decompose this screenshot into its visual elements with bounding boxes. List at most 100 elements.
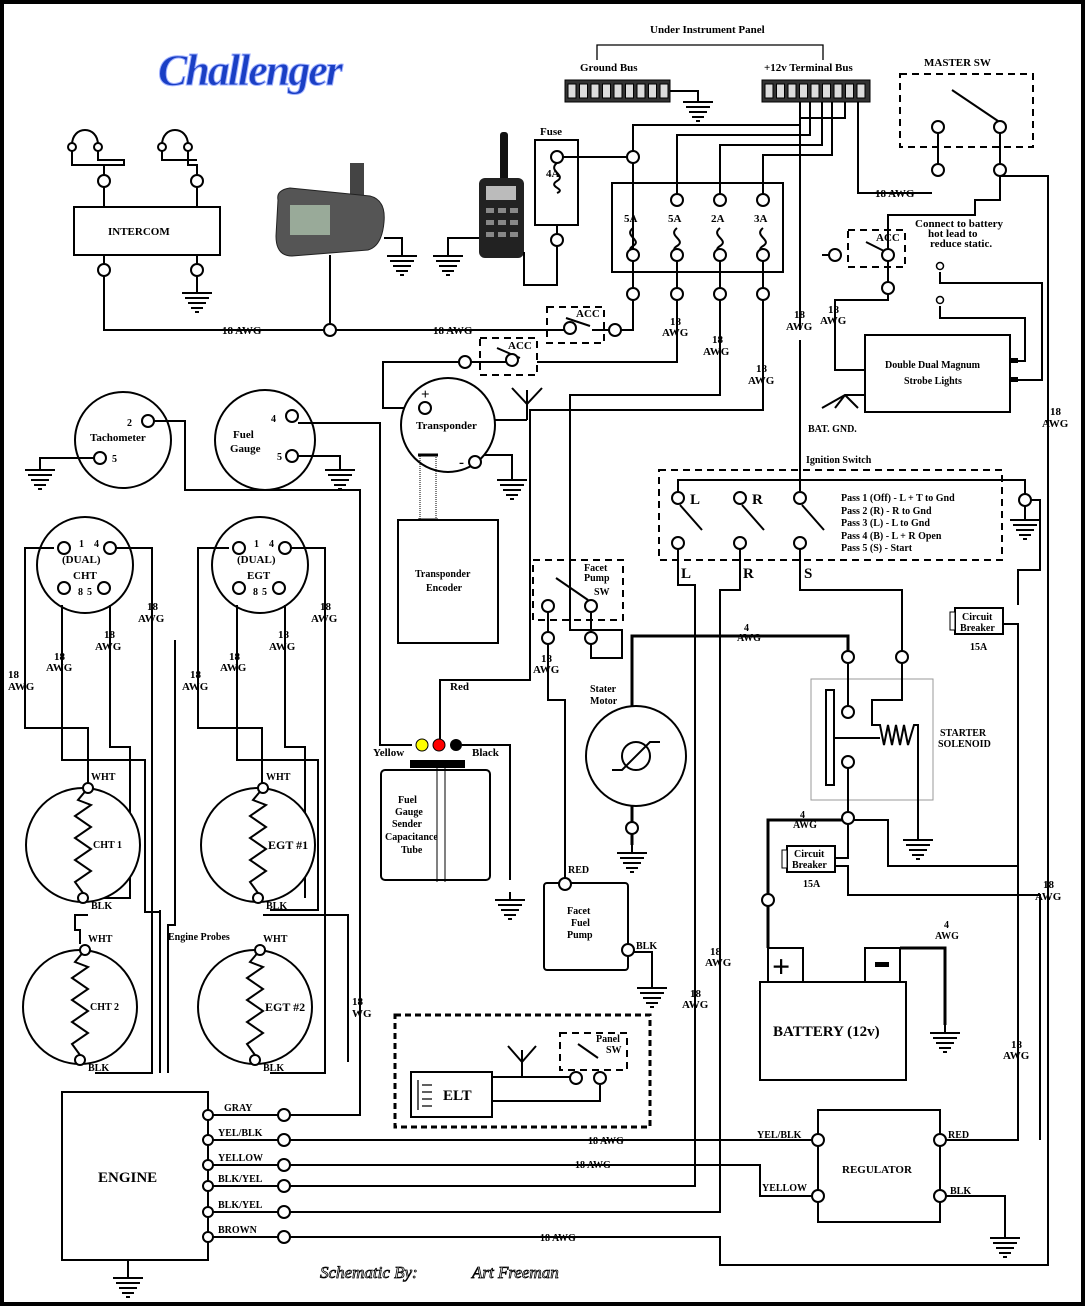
fuel-gauge-label: Gauge — [230, 443, 261, 455]
yellow-wire-label: Yellow — [373, 747, 404, 759]
awg-label: AWG — [1003, 1050, 1030, 1062]
bus-screw — [776, 83, 785, 99]
terminal — [793, 536, 807, 550]
strobe-lights — [864, 334, 1011, 413]
terminal — [232, 541, 246, 555]
ground-icon — [616, 844, 648, 873]
blk-label: BLK — [88, 1063, 109, 1074]
terminal — [621, 943, 635, 957]
elt-panel-switch[interactable] — [559, 1032, 628, 1071]
bus-screw — [799, 83, 808, 99]
ground-icon — [386, 247, 418, 276]
strobe-label: Double Dual Magnum — [885, 360, 981, 371]
awg-label: AWG — [682, 999, 709, 1011]
engine-wire-label: GRAY — [224, 1103, 253, 1114]
terminal — [670, 287, 684, 301]
minus-label: - — [459, 455, 464, 471]
pin-label: 4 — [94, 539, 99, 550]
terminal — [993, 120, 1007, 134]
fuel-gauge-label: Fuel — [233, 429, 254, 441]
awg-label: AWG — [95, 641, 122, 653]
awg-label: 18 AWG — [575, 1160, 611, 1171]
ignition-position: Pass 5 (S) - Start — [841, 543, 913, 554]
bus-screw — [822, 83, 831, 99]
terminal — [505, 353, 519, 367]
master-sw-label: MASTER SW — [924, 57, 991, 69]
terminal — [277, 1108, 291, 1122]
terminal — [756, 287, 770, 301]
master-switch[interactable] — [899, 73, 1034, 148]
terminal — [277, 1205, 291, 1219]
solenoid-label: STARTER — [940, 728, 987, 739]
terminal — [323, 323, 337, 337]
solenoid-label: SOLENOID — [938, 739, 991, 750]
terminal — [608, 323, 622, 337]
terminal — [881, 281, 895, 295]
breaker-rating: 15A — [803, 879, 821, 890]
awg-label: 18 — [320, 601, 332, 613]
awg-label: AWG — [703, 346, 730, 358]
engine-probes-label: Engine Probes — [168, 932, 230, 943]
bus-screw — [810, 83, 820, 99]
ignition-r-label: R — [752, 492, 763, 508]
strobe-label: Strobe Lights — [904, 376, 962, 387]
credit-author: Art Freeman — [471, 1263, 559, 1282]
fuel-pump-switch[interactable] — [532, 559, 624, 621]
pin-label: 8 — [78, 587, 83, 598]
bus-screw — [833, 83, 843, 99]
bus-screw — [579, 83, 588, 99]
battery-label: BATTERY (12v) — [773, 1024, 880, 1040]
breaker-label: Breaker — [792, 860, 827, 871]
pin-label: 5 — [112, 454, 117, 465]
ignition-switch-label: Ignition Switch — [806, 455, 872, 466]
engine-wire-label: BROWN — [218, 1225, 258, 1236]
terminal — [278, 541, 292, 555]
strobe-lead-terminal — [935, 261, 945, 271]
ground-icon — [432, 247, 464, 276]
pin-label: 8 — [253, 587, 258, 598]
terminal — [272, 581, 286, 595]
terminal — [57, 581, 71, 595]
terminal — [584, 631, 598, 645]
engine-wire-label: YELLOW — [218, 1153, 263, 1164]
awg-label: 18 — [278, 629, 290, 641]
breaker-label: Circuit — [794, 849, 825, 860]
fuel-sender-label: Fuel — [398, 795, 417, 806]
red-wire-label: Red — [450, 681, 469, 693]
terminal — [93, 451, 107, 465]
awg-label: 18 — [190, 669, 202, 681]
ignition-switch[interactable] — [658, 469, 1003, 561]
terminal — [202, 1206, 214, 1218]
bus-screw — [764, 83, 774, 99]
sensor-resistor — [248, 787, 269, 898]
terminal — [541, 631, 555, 645]
engine — [61, 1091, 209, 1261]
awg-label: 18 — [1050, 406, 1062, 418]
fuel-pump-label: Facet — [567, 906, 591, 917]
ground-icon — [929, 1024, 961, 1053]
awg-label: 18 — [1011, 1039, 1023, 1051]
awg-label: AWG — [662, 327, 689, 339]
ground-icon — [24, 461, 56, 490]
acc-switch[interactable] — [546, 306, 605, 344]
ignition-position: Pass 2 (R) - R to Gnd — [841, 506, 932, 517]
terminal — [933, 1189, 947, 1203]
wht-label: WHT — [88, 934, 113, 945]
acc-switch[interactable] — [847, 229, 906, 268]
awg-label: 18 — [541, 653, 553, 665]
ground-bus-label: Ground Bus — [580, 62, 638, 74]
terminal — [931, 163, 945, 177]
terminal — [79, 944, 91, 956]
transponder-encoder — [397, 519, 499, 644]
bus-screw — [648, 83, 657, 99]
wire-label: YEL/BLK — [757, 1130, 802, 1141]
terminal — [103, 541, 117, 555]
terminal — [756, 193, 770, 207]
terminal — [841, 755, 855, 769]
acc-switch[interactable] — [479, 337, 538, 376]
wire-label: RED — [948, 1130, 969, 1141]
awg-label: 4 — [944, 920, 949, 931]
fuse-rating: 2A — [711, 213, 725, 225]
terminal — [626, 287, 640, 301]
terminal — [625, 821, 639, 835]
